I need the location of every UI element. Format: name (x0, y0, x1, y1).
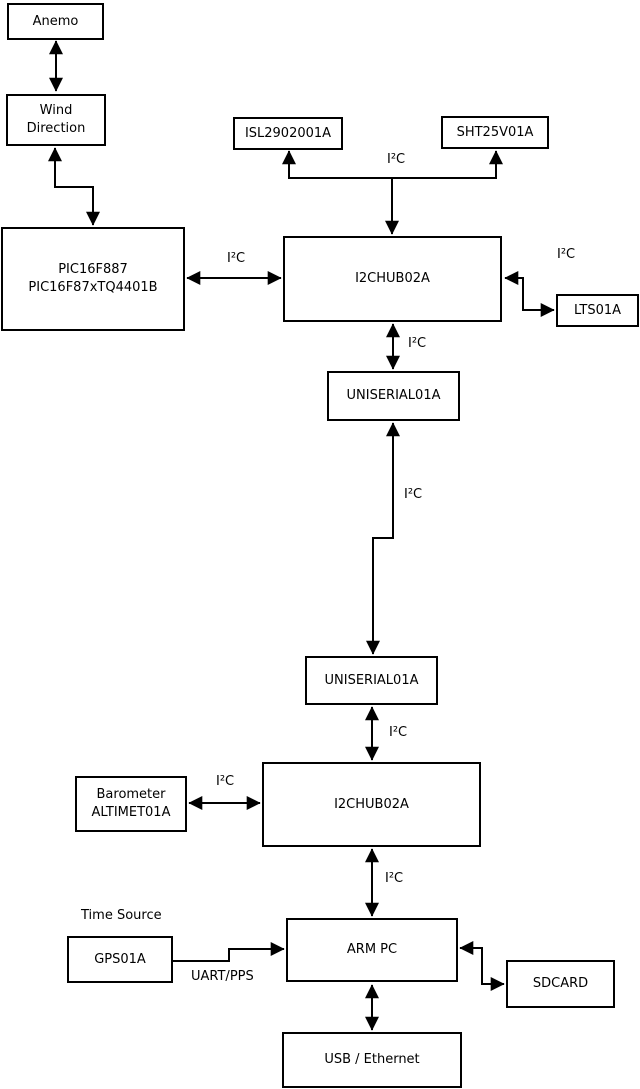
edge-label-i2c-pic-hub: I²C (227, 251, 246, 266)
edge-gps-armpc (173, 942, 285, 962)
edge-winddirection-pic (48, 147, 100, 226)
node-arm-pc-label: ARM PC (346, 942, 398, 958)
edge-label-i2c-hub-armpc: I²C (385, 871, 404, 886)
node-pic16f887: PIC16F887 PIC16F87xTQ4401B (1, 227, 185, 331)
node-barometer-altimet01a-label: Barometer ALTIMET01A (91, 787, 171, 820)
node-gps01a-label: GPS01A (94, 951, 146, 967)
node-uniserial01a-2-label: UNISERIAL01A (324, 672, 419, 688)
node-pic16f887-label: PIC16F887 PIC16F87xTQ4401B (28, 262, 158, 295)
edge-label-i2c-barometer: I²C (216, 774, 235, 789)
node-i2chub02a-top-label: I2CHUB02A (355, 271, 430, 287)
edge-label-i2c-lts: I²C (557, 247, 576, 262)
node-wind-direction-label: Wind Direction (26, 103, 86, 136)
edge-label-i2c-hub-uniserial1: I²C (408, 336, 427, 351)
node-i2chub02a-top: I2CHUB02A (283, 236, 502, 322)
node-anemo-label: Anemo (32, 13, 79, 29)
node-wind-direction: Wind Direction (6, 94, 106, 146)
node-barometer-altimet01a: Barometer ALTIMET01A (75, 776, 187, 832)
node-usb-ethernet-label: USB / Ethernet (324, 1052, 420, 1068)
node-uniserial01a-1: UNISERIAL01A (327, 371, 460, 421)
node-i2chub02a-bottom-label: I2CHUB02A (334, 796, 409, 812)
edge-uniserial1-uniserial2 (366, 422, 400, 655)
edge-label-uart-pps: UART/PPS (191, 969, 254, 984)
node-sht25v01a-label: SHT25V01A (456, 124, 534, 140)
edge-i2chub-lts (504, 271, 555, 317)
node-gps01a: GPS01A (67, 936, 173, 983)
node-lts01a: LTS01A (556, 294, 639, 327)
node-isl2902001a: ISL2902001A (233, 117, 343, 150)
edge-label-i2c-uniserial2-hub: I²C (389, 725, 408, 740)
node-arm-pc: ARM PC (286, 918, 458, 982)
edge-label-i2c-uniserial-link: I²C (404, 487, 423, 502)
node-uniserial01a-1-label: UNISERIAL01A (346, 388, 441, 404)
edge-armpc-sdcard (459, 941, 505, 991)
node-lts01a-label: LTS01A (573, 302, 622, 318)
node-usb-ethernet: USB / Ethernet (282, 1032, 462, 1088)
node-i2chub02a-bottom: I2CHUB02A (262, 762, 481, 847)
node-isl2902001a-label: ISL2902001A (244, 125, 332, 141)
node-uniserial01a-2: UNISERIAL01A (305, 656, 438, 705)
edge-label-time-source: Time Source (81, 908, 162, 923)
node-anemo: Anemo (7, 3, 104, 40)
node-sdcard-label: SDCARD (532, 976, 589, 992)
edge-label-i2c-sensor-bus: I²C (387, 152, 406, 167)
node-sht25v01a: SHT25V01A (441, 116, 549, 149)
node-sdcard: SDCARD (506, 960, 615, 1008)
